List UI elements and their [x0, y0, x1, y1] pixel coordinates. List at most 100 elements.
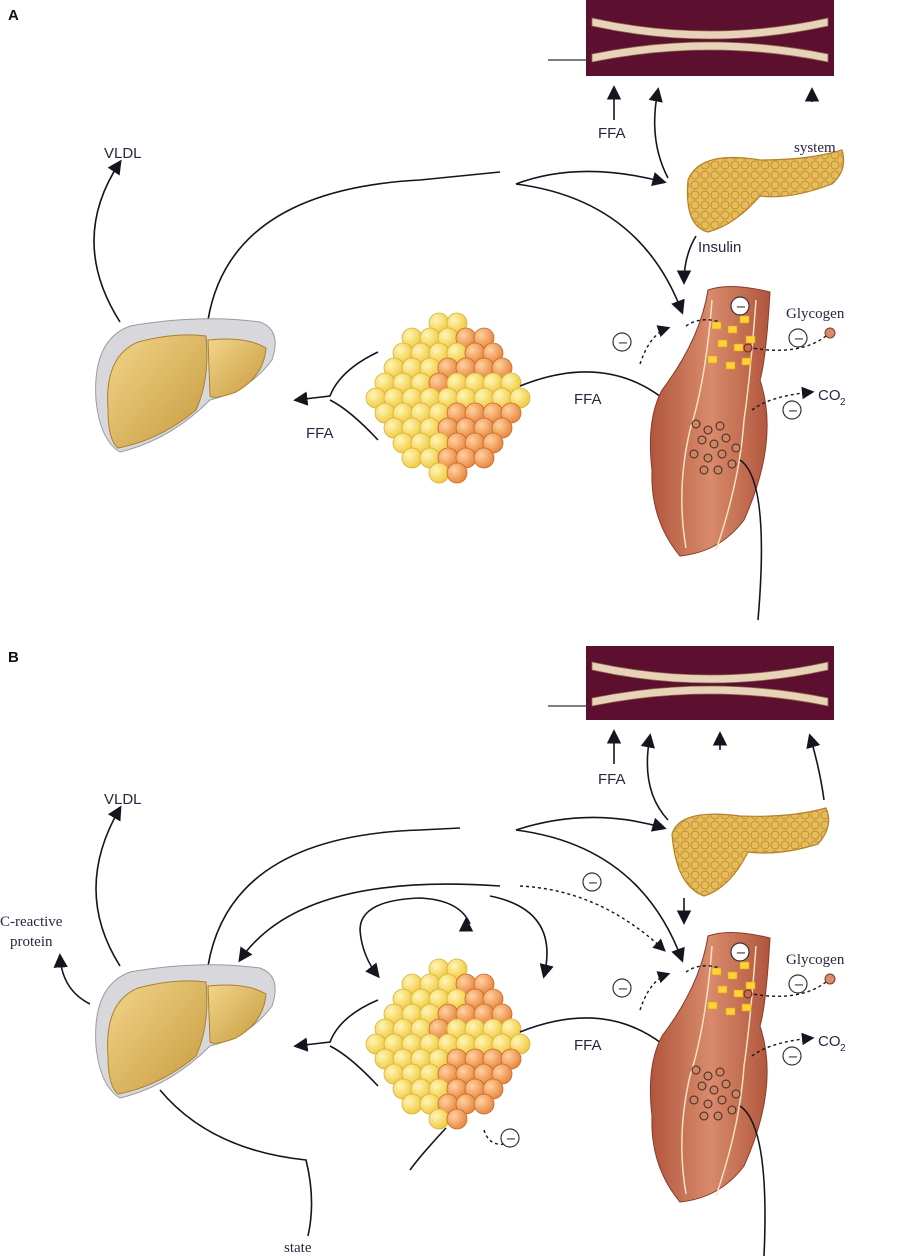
lipid-droplet	[713, 465, 723, 475]
inhibition-symbol: −	[794, 332, 805, 347]
glycogen-granule	[733, 343, 744, 352]
lipid-droplet	[699, 465, 709, 475]
adipocyte	[428, 1108, 450, 1130]
lipid-droplet	[727, 1105, 737, 1115]
muscle-b	[649, 932, 771, 1203]
lipid-droplet	[727, 459, 737, 469]
label-ffa-vessel-a: FFA	[598, 125, 626, 142]
arrow-to-pancreas-a	[515, 170, 667, 187]
arrow-adipose-to-liver-a	[293, 351, 379, 406]
inhibition-symbol: −	[588, 876, 599, 891]
glycogen-granule	[745, 335, 756, 344]
arrow-pancreas-to-vessel-b	[640, 733, 669, 821]
dotted-arrow-b1	[639, 971, 671, 1011]
dotted-arrow-co2-b	[751, 1032, 815, 1057]
glycogen-granule	[741, 357, 752, 366]
lipid-droplet	[703, 1099, 713, 1109]
glycogen-granule	[739, 315, 750, 324]
lipid-droplet	[721, 433, 731, 443]
lipid-droplet	[721, 1079, 731, 1089]
lipid-droplet	[691, 419, 701, 429]
lipid-droplet	[703, 425, 713, 435]
inhibition-symbol: −	[794, 978, 805, 993]
dotted-line-a1	[685, 319, 721, 327]
lipid-droplet	[731, 443, 741, 453]
panel-letter-a: A	[8, 7, 19, 24]
inhibition-icon	[788, 328, 808, 348]
adipocyte	[446, 1108, 468, 1130]
label-system-a: system	[794, 140, 836, 156]
liver-b	[95, 964, 276, 1099]
glycogen-granule	[727, 325, 738, 334]
inhibition-symbol: −	[788, 404, 799, 419]
arrow-to-muscle-b	[515, 829, 685, 963]
arrow-pancreas-to-vessel-a	[648, 87, 669, 179]
arrow-to-muscle-a	[515, 183, 685, 315]
adipocyte	[446, 462, 468, 484]
adipocyte	[473, 447, 495, 469]
lipid-droplets-b	[689, 1065, 741, 1121]
lipid-droplet	[709, 1085, 719, 1095]
adipose-tissue-b	[365, 958, 531, 1130]
inhibition-symbol: −	[618, 982, 629, 997]
label-co2-b: CO	[818, 1033, 841, 1050]
inhibition-symbol: −	[506, 1132, 517, 1147]
lipid-droplet	[697, 1081, 707, 1091]
lipid-droplet	[715, 421, 725, 431]
adipose-tissue-a	[365, 312, 531, 484]
glycogen-granule	[725, 361, 736, 370]
line-muscle-out-a	[739, 459, 763, 621]
inhibition-icon	[612, 332, 632, 352]
label-glycogen-a: Glycogen	[786, 306, 845, 322]
label-co2-sub-b: 2	[840, 1043, 846, 1054]
blood-vessel-a	[548, 0, 834, 76]
arc-liver-to-top-a	[207, 171, 501, 321]
label-crp-line2-b: protein	[10, 934, 53, 950]
muscle-a	[649, 286, 771, 557]
arrow-loop-left-b	[359, 897, 471, 979]
lipid-droplet	[715, 1067, 725, 1077]
glycogen-granule	[739, 961, 750, 970]
panel-letter-b: B	[8, 649, 19, 666]
label-vldl-b: VLDL	[104, 791, 142, 808]
label-co2-a: CO	[818, 387, 841, 404]
inhibition-icon	[730, 296, 750, 316]
arrow-to-pancreas-b	[515, 816, 667, 832]
glycogen-granule	[711, 321, 722, 330]
dotted-line-b1	[685, 965, 721, 973]
glycogen-granules-a	[707, 315, 756, 370]
inhibition-icon	[782, 1046, 802, 1066]
blood-vessel-b	[548, 646, 834, 720]
inhibition-icon	[500, 1128, 520, 1148]
arrow-right-to-vessel-b	[806, 733, 825, 801]
pancreas-a	[686, 149, 845, 233]
inhibition-symbol: −	[788, 1050, 799, 1065]
adipocyte	[428, 462, 450, 484]
panel-b: B FFA VLDL C-reactive protein −	[0, 646, 846, 1257]
label-glycogen-b: Glycogen	[786, 952, 845, 968]
lipid-droplet	[697, 435, 707, 445]
glycogen-granule	[707, 355, 718, 364]
line-liver-to-state-b	[159, 1089, 313, 1237]
glycogen-granule	[725, 1007, 736, 1016]
label-co2-sub-a: 2	[840, 397, 846, 408]
inhibition-icon	[582, 872, 602, 892]
pancreas-b	[671, 807, 830, 897]
label-crp-line1-b: C-reactive	[0, 914, 63, 930]
label-ffa-vessel-b: FFA	[598, 771, 626, 788]
lipid-droplet	[717, 449, 727, 459]
arrow-to-liver-b	[238, 883, 501, 963]
lipid-droplet	[713, 1111, 723, 1121]
inhibition-icon	[612, 978, 632, 998]
dotted-line-glycogen-b	[751, 981, 827, 997]
inhibition-icon	[730, 942, 750, 962]
dotted-arrow-to-muscle-b	[519, 885, 666, 952]
liver-a	[95, 318, 276, 453]
glycogen-granule	[733, 989, 744, 998]
glycogen-granule	[741, 1003, 752, 1012]
label-insulin-a: Insulin	[698, 239, 741, 256]
line-muscle-out-b	[739, 1105, 766, 1257]
lipid-droplet	[699, 1111, 709, 1121]
lipid-droplet	[703, 453, 713, 463]
